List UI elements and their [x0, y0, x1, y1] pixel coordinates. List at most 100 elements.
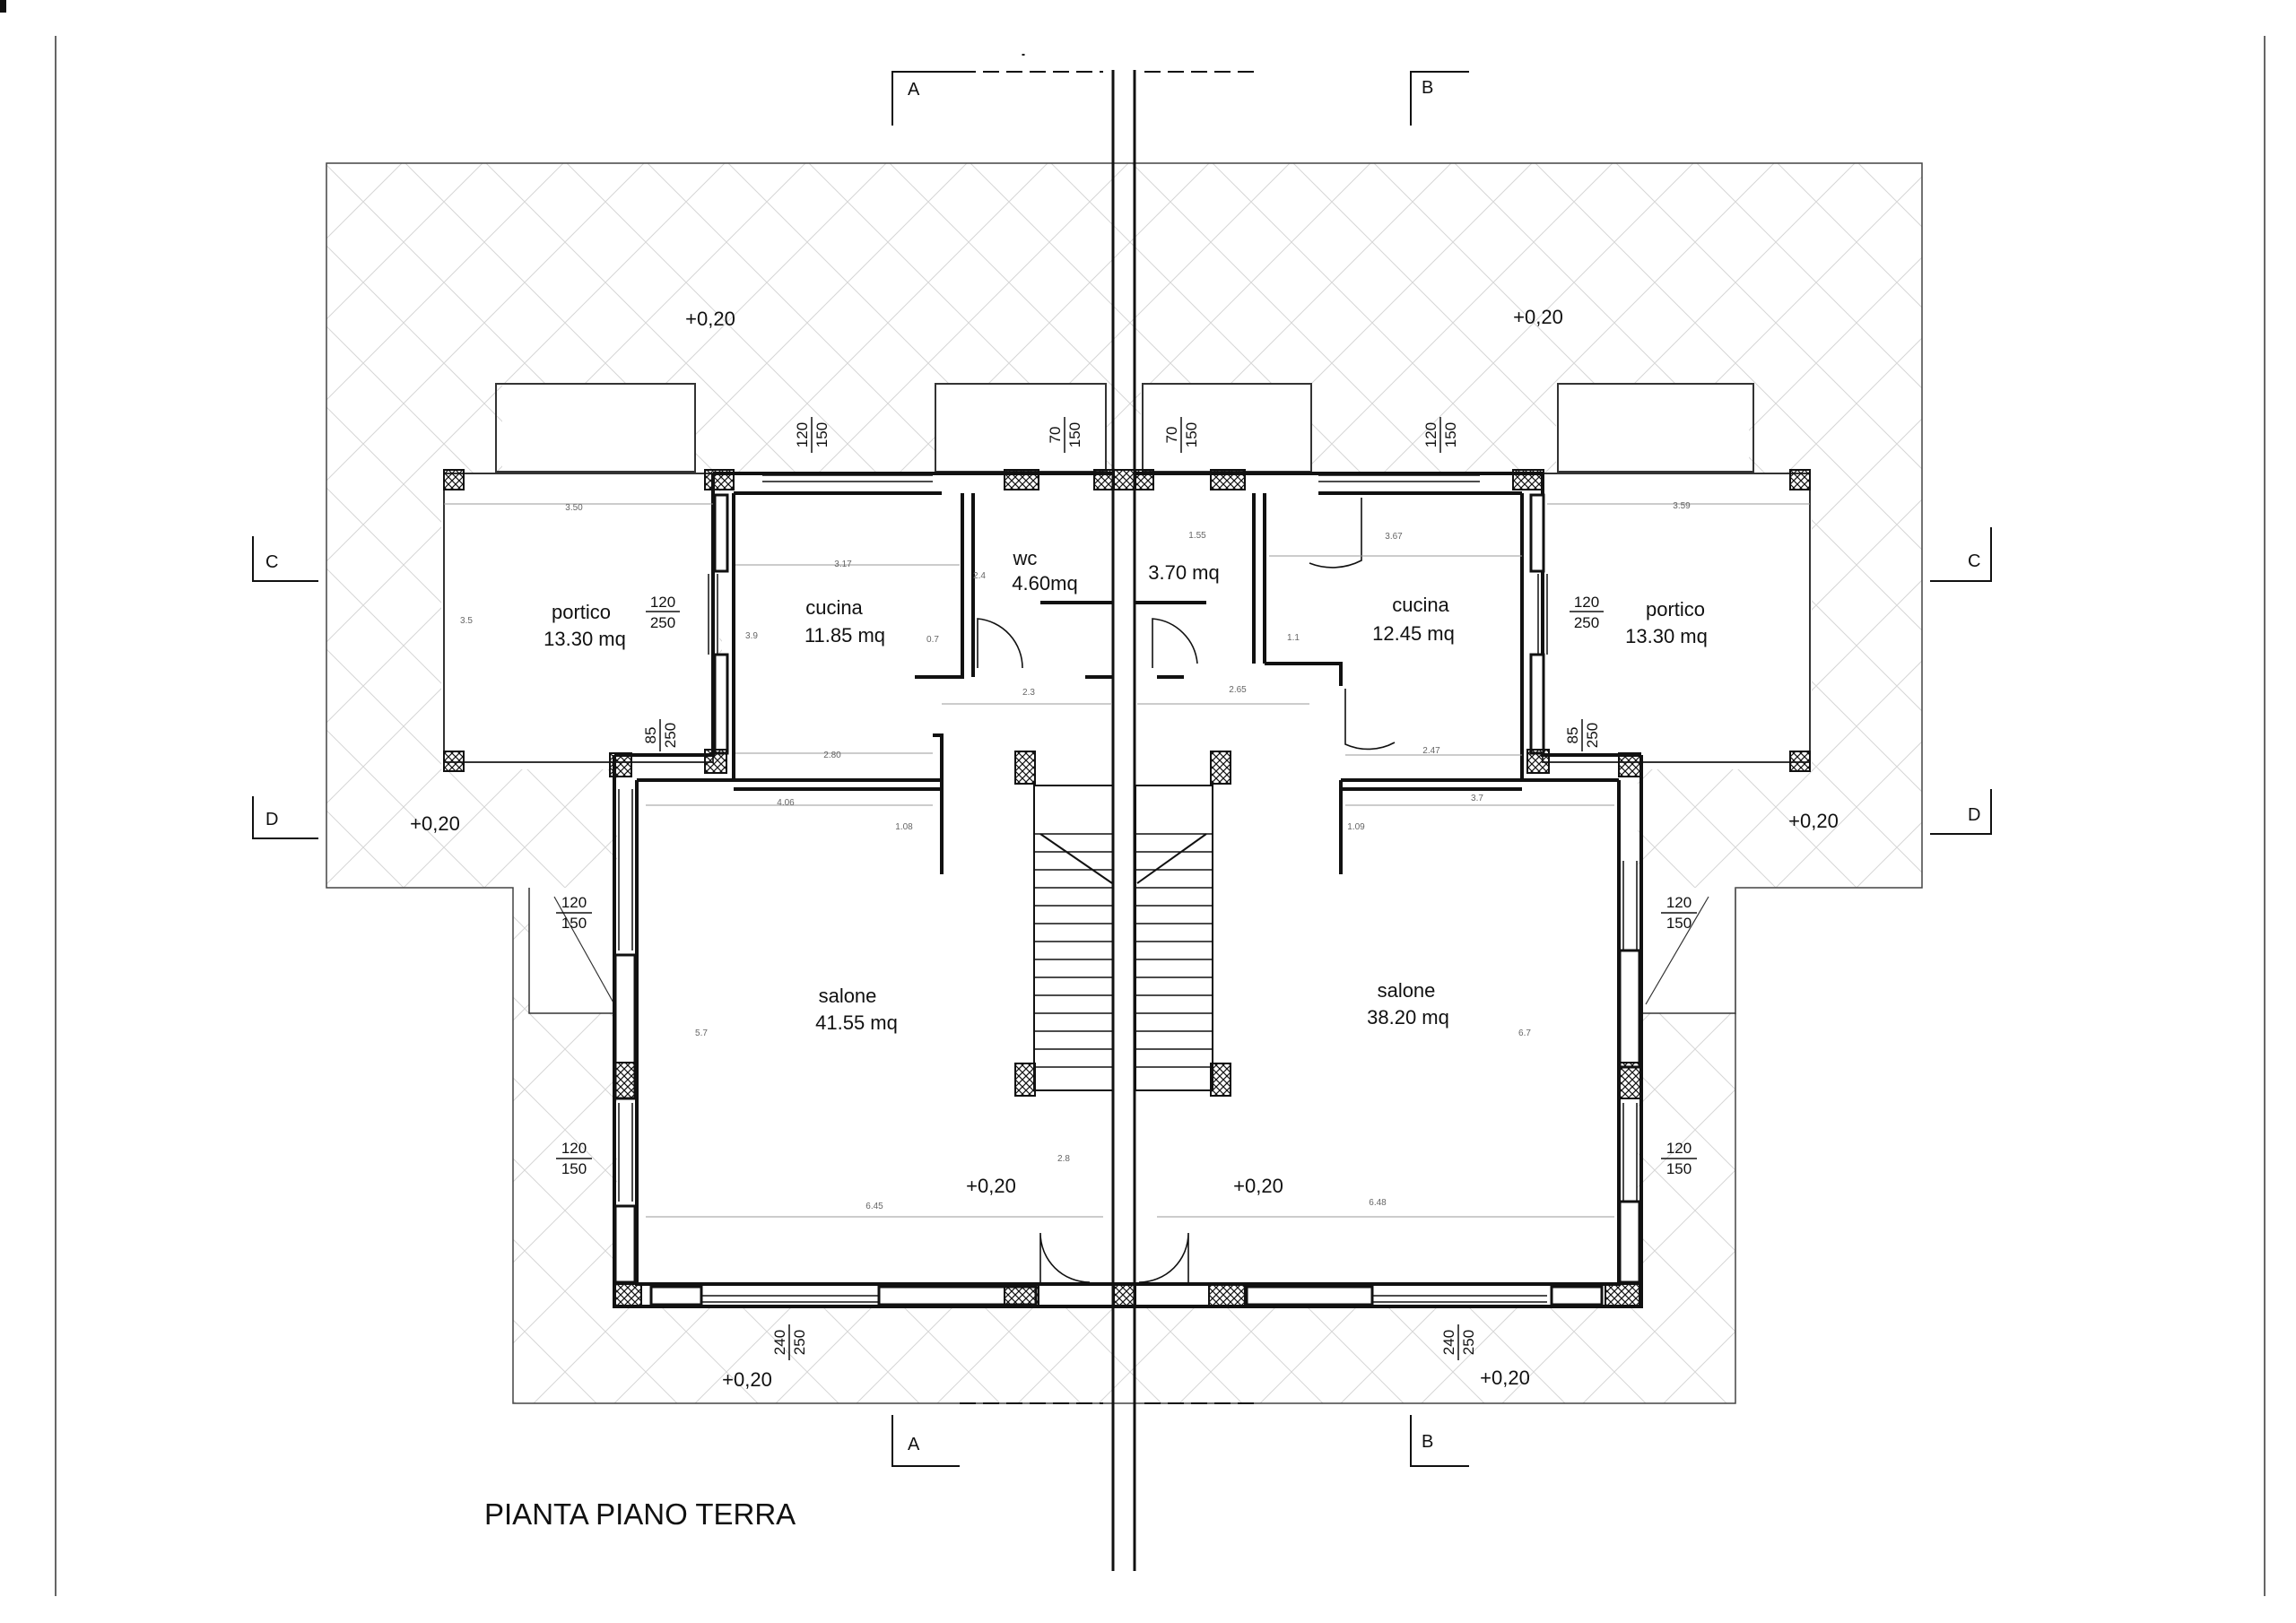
room-area-cucina-left: 11.85 mq — [804, 624, 885, 647]
dim-portico-left-depth: 3.5 — [460, 616, 473, 626]
dim-cucina-right-door: 1.1 — [1287, 633, 1300, 643]
doors — [977, 498, 1396, 1283]
side-porches — [528, 888, 1736, 1014]
room-area-portico-left: 13.30 mq — [544, 628, 626, 650]
room-name-salone-right: salone — [1378, 979, 1436, 1002]
section-a-bottom: A — [908, 1435, 920, 1454]
wall-piers — [613, 493, 1641, 1306]
stair-treads — [1034, 833, 1213, 1068]
dim-cucina-right-width: 3.67 — [1385, 532, 1403, 542]
opening-door-left-h: 250 — [662, 723, 679, 748]
dim-cucina-left-inner: 2.80 — [823, 751, 841, 760]
room-name-wc-left: wc — [1013, 547, 1038, 569]
section-d-right: D — [1968, 805, 1980, 825]
dim-cucina-left-width: 3.17 — [834, 560, 852, 569]
stairs — [1033, 785, 1213, 1091]
opening-wc-right-w: 70 — [1163, 427, 1180, 444]
elevation-salone-right: +0,20 — [1233, 1175, 1283, 1197]
room-area-portico-right: 13.30 mq — [1625, 625, 1708, 647]
room-area-salone-left: 41.55 mq — [815, 1011, 898, 1034]
opening-wc-right-h: 150 — [1183, 422, 1200, 447]
dim-wc-left-depth: 2.4 — [973, 571, 986, 581]
dim-salone-left-top: 4.06 — [777, 798, 795, 808]
opening-wc-left-h: 150 — [1066, 422, 1083, 447]
opening-dimensions-vertical: 120 150 70 150 70 150 120 150 85 250 85 … — [642, 417, 1601, 1360]
opening-side-left-top-h: 150 — [561, 915, 587, 932]
windows — [618, 474, 1638, 1303]
interior-dimension-labels: 3.50 3.17 3.9 3.5 2.80 4.06 5.7 6.45 1.5… — [460, 501, 1691, 1211]
elevation-top-left: +0,20 — [685, 308, 735, 330]
opening-side-left-top-w: 120 — [561, 894, 587, 911]
opening-side-left-bottom-w: 120 — [561, 1140, 587, 1157]
room-labels: portico 13.30 mq cucina 11.85 mq wc 4.60… — [544, 547, 1708, 1034]
opening-cucina-left-h: 150 — [813, 422, 831, 447]
opening-cucina-right-h: 150 — [1442, 422, 1459, 447]
dim-wc-right-depth: 2.65 — [1229, 685, 1247, 695]
section-c-left: C — [265, 552, 278, 572]
section-c-right: C — [1968, 551, 1980, 571]
opening-side-right-bottom-h: 150 — [1666, 1160, 1692, 1177]
opening-cucina-left-w: 120 — [794, 422, 811, 447]
dim-salone-right-top: 3.7 — [1471, 794, 1483, 803]
elevation-salone-left: +0,20 — [966, 1175, 1016, 1197]
section-markers — [252, 54, 1992, 1467]
opening-side-left-bottom-h: 150 — [561, 1160, 587, 1177]
dim-portico-left-width: 3.50 — [565, 503, 583, 513]
section-d-left: D — [265, 810, 278, 829]
opening-front-right-h: 250 — [1460, 1330, 1477, 1355]
dim-wc-left-width: 2.3 — [1022, 688, 1035, 698]
dim-cucina-left-depth: 3.9 — [745, 631, 758, 641]
elevation-mid-left: +0,20 — [410, 812, 460, 835]
elevation-top-right: +0,20 — [1513, 306, 1563, 328]
opening-portico-right-w: 120 — [1574, 594, 1599, 611]
dim-salone-right-depth: 6.7 — [1518, 1028, 1531, 1038]
elevation-bottom-right: +0,20 — [1480, 1367, 1530, 1389]
columns — [443, 469, 1811, 1306]
section-b-top: B — [1422, 78, 1433, 98]
opening-portico-right-h: 250 — [1574, 614, 1599, 631]
room-area-cucina-right: 12.45 mq — [1372, 622, 1455, 645]
room-name-salone-left: salone — [819, 985, 877, 1007]
building-footprint — [441, 384, 1812, 1306]
section-b-bottom: B — [1422, 1432, 1433, 1452]
opening-door-left-w: 85 — [642, 727, 659, 744]
dim-salone-left-width: 6.45 — [865, 1202, 883, 1211]
elevation-bottom-left: +0,20 — [722, 1368, 772, 1391]
section-a-top: A — [908, 80, 920, 100]
opening-wc-left-w: 70 — [1047, 427, 1064, 444]
dim-stair-side: 2.8 — [1057, 1154, 1070, 1164]
plan-title: PIANTA PIANO TERRA — [484, 1497, 796, 1531]
dim-salone-right-width: 6.48 — [1369, 1198, 1387, 1208]
opening-dimension-labels: 120 250 120 250 120 150 120 150 120 150 … — [561, 594, 1692, 1177]
room-name-portico-left: portico — [552, 601, 611, 623]
opening-door-right-w: 85 — [1564, 727, 1581, 744]
opening-cucina-right-w: 120 — [1422, 422, 1439, 447]
room-name-portico-right: portico — [1646, 598, 1705, 621]
opening-side-right-bottom-w: 120 — [1666, 1140, 1692, 1157]
opening-side-right-top-w: 120 — [1666, 894, 1692, 911]
dim-salone-left-depth: 5.7 — [695, 1028, 708, 1038]
sheet-borders — [0, 0, 2266, 1596]
room-name-cucina-left: cucina — [805, 596, 863, 619]
dim-portico-right-width: 3.59 — [1673, 501, 1691, 511]
opening-door-right-h: 250 — [1584, 723, 1601, 748]
opening-front-left-h: 250 — [791, 1330, 808, 1355]
opening-front-left-w: 240 — [771, 1330, 788, 1355]
dim-partition-left: 1.08 — [895, 822, 913, 832]
opening-side-right-top-h: 150 — [1666, 915, 1692, 932]
elevation-mid-right: +0,20 — [1788, 810, 1839, 832]
dim-cucina-right-inner: 2.47 — [1422, 746, 1440, 756]
section-labels: A B A B C C D D — [265, 78, 1980, 1454]
room-area-salone-right: 38.20 mq — [1367, 1006, 1449, 1028]
opening-front-right-w: 240 — [1440, 1330, 1457, 1355]
opening-portico-left-w: 120 — [650, 594, 675, 611]
dim-wc-right-width: 1.55 — [1188, 531, 1206, 541]
dim-partition-right: 1.09 — [1347, 822, 1365, 832]
room-name-cucina-right: cucina — [1392, 594, 1449, 616]
opening-dimensions — [556, 611, 1697, 1159]
room-area-wc-right: 3.70 mq — [1148, 561, 1220, 584]
dimension-lines — [444, 503, 1810, 1218]
dim-wc-left-door: 0.7 — [926, 635, 939, 645]
room-area-wc-left: 4.60mq — [1012, 572, 1077, 595]
